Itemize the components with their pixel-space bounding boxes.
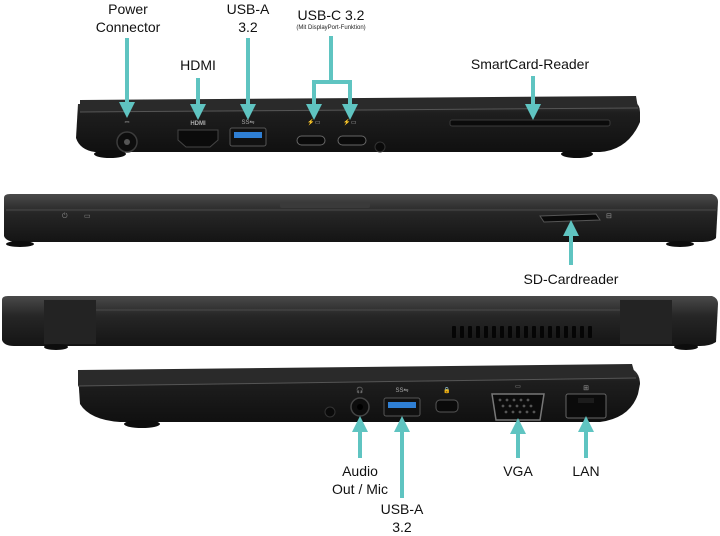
- laptop-right-side-view: 🎧 SS⇋ 🔒 ▭ ⊞: [77, 364, 640, 428]
- label-lan: LAN: [572, 463, 600, 479]
- vga-pin: [508, 404, 512, 408]
- vga-pin: [505, 398, 509, 402]
- battery-led-icon: ▭: [84, 213, 91, 220]
- svg-text:SS⇋: SS⇋: [241, 119, 254, 126]
- vent-slot: [452, 326, 456, 338]
- svg-text:SS⇋: SS⇋: [395, 387, 408, 394]
- power-connector-port: ⎓: [116, 120, 138, 153]
- vent-slot: [540, 326, 544, 338]
- vga-pin: [522, 404, 526, 408]
- laptop-front-view: ⏻ ▭ ⊟: [4, 194, 718, 247]
- label-usb-a-top-line1: USB-A: [226, 1, 270, 17]
- laptop-back-view: [2, 296, 718, 350]
- vent-slot: [468, 326, 472, 338]
- svg-text:🔒: 🔒: [443, 386, 450, 394]
- vga-pin: [504, 410, 508, 414]
- label-audio-line2: Out / Mic: [331, 481, 389, 497]
- label-smartcard-reader: SmartCard-Reader: [470, 56, 590, 72]
- usb-c-port-2: ⚡▭: [337, 118, 367, 146]
- vent-slot: [580, 326, 584, 338]
- vga-pin: [532, 410, 536, 414]
- vent-slot: [492, 326, 496, 338]
- label-audio-line1: Audio: [342, 463, 378, 479]
- vga-pin: [515, 404, 519, 408]
- vga-pin: [529, 404, 533, 408]
- vent-slot: [516, 326, 520, 338]
- vga-pin: [512, 398, 516, 402]
- vga-port: ▭: [491, 384, 545, 421]
- label-usb-a-bottom-line1: USB-A: [380, 501, 424, 517]
- vent-slot: [532, 326, 536, 338]
- vga-pin: [526, 398, 530, 402]
- vga-pin: [518, 410, 522, 414]
- svg-text:⚡▭: ⚡▭: [307, 118, 320, 126]
- label-usb-a-bottom: USB-A 3.2: [381, 500, 424, 536]
- lock-slot-right: 🔒: [435, 386, 459, 413]
- arrow-usb-c-bracket: [312, 80, 352, 106]
- vent-slot: [484, 326, 488, 338]
- svg-text:⊟: ⊟: [606, 213, 612, 220]
- label-audio: Audio Out / Mic: [332, 462, 388, 498]
- vent-slot: [508, 326, 512, 338]
- svg-text:🎧: 🎧: [356, 386, 363, 394]
- usb-a-port-left: SS⇋: [229, 119, 267, 147]
- label-power-connector: Power Connector: [96, 0, 161, 36]
- vent-slot: [572, 326, 576, 338]
- vent-slot: [500, 326, 504, 338]
- vent-slot: [476, 326, 480, 338]
- svg-text:⎓: ⎓: [125, 120, 130, 126]
- label-usb-a-top: USB-A 3.2: [227, 0, 270, 36]
- vga-pin: [525, 410, 529, 414]
- vga-pin: [511, 410, 515, 414]
- label-vga: VGA: [503, 463, 533, 479]
- label-usb-c-note: (Mit DisplayPort-Funktion): [296, 25, 366, 31]
- label-power-line1: Power: [108, 1, 148, 17]
- vga-pin: [519, 398, 523, 402]
- vent-slot: [564, 326, 568, 338]
- vent-slot: [588, 326, 592, 338]
- vent-slot: [556, 326, 560, 338]
- svg-text:▭: ▭: [515, 384, 521, 390]
- hdmi-port-marking: HDMI: [190, 121, 206, 127]
- svg-text:⊞: ⊞: [583, 385, 589, 392]
- lock-slot: [374, 141, 386, 153]
- vent-slot: [460, 326, 464, 338]
- smartcard-slot: [449, 119, 611, 127]
- svg-text:⚡▭: ⚡▭: [343, 118, 356, 126]
- label-sd-cardreader: SD-Cardreader: [523, 271, 619, 287]
- label-usb-c: USB-C 3.2: [297, 7, 365, 23]
- label-hdmi: HDMI: [180, 57, 216, 73]
- vga-pin: [498, 398, 502, 402]
- laptop-left-side-view: ⎓ HDMI SS⇋ ⚡▭ ⚡▭: [76, 96, 640, 158]
- label-usb-a-top-line2: 3.2: [238, 19, 258, 35]
- power-led-icon: ⏻: [62, 212, 68, 220]
- usb-c-port-1: ⚡▭: [296, 118, 326, 146]
- vga-pin: [501, 404, 505, 408]
- label-usb-a-bottom-line2: 3.2: [392, 519, 412, 535]
- callout-arrows: [119, 36, 594, 498]
- hdmi-port: HDMI: [177, 121, 219, 148]
- air-vent: [452, 326, 592, 338]
- sd-card-slot: ⊟: [539, 213, 612, 223]
- label-power-line2: Connector: [95, 19, 161, 35]
- vent-slot: [524, 326, 528, 338]
- vent-slot: [548, 326, 552, 338]
